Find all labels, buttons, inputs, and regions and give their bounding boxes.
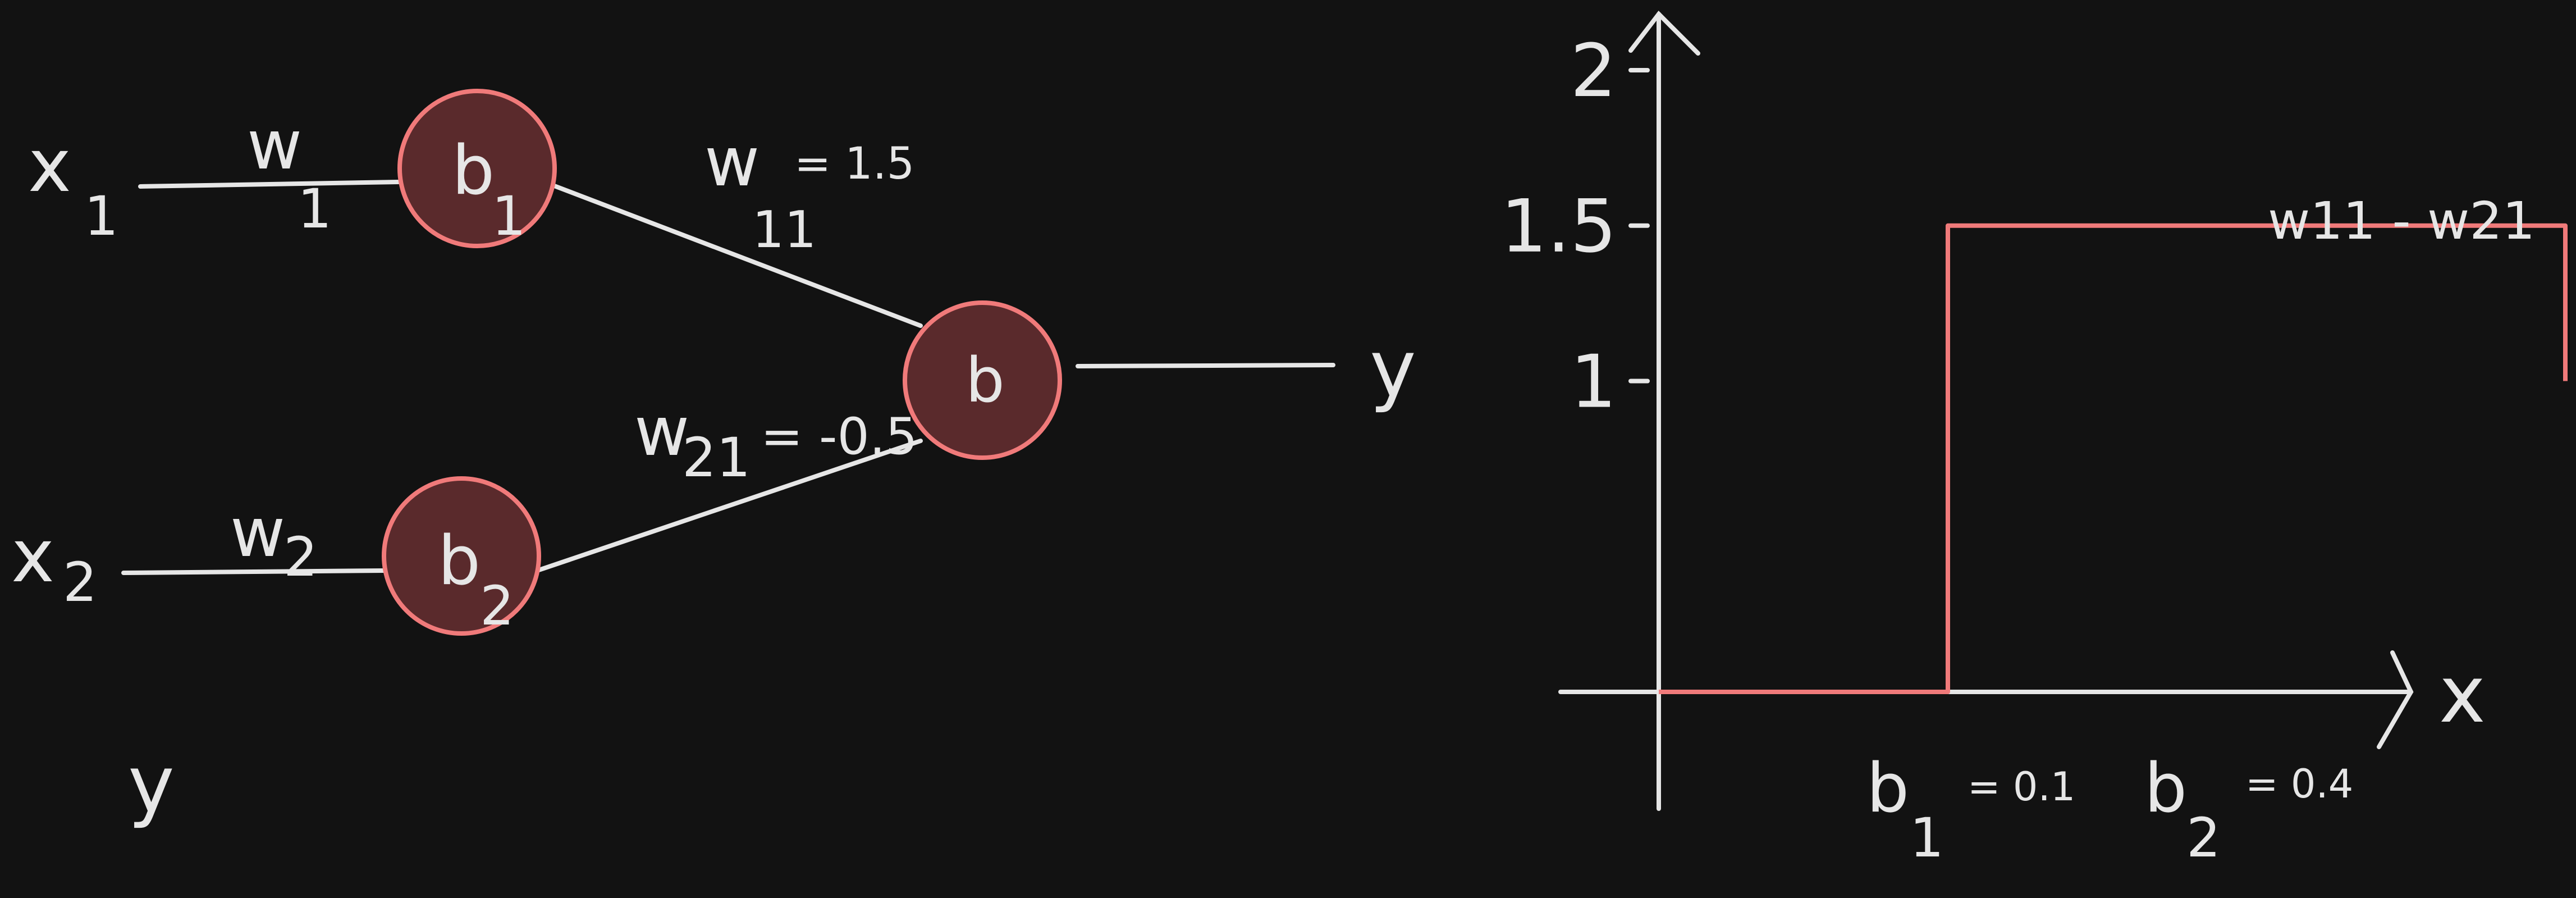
bottom-y-label: y [128,739,175,831]
weight-w11-label: w [704,124,759,202]
node-circle [382,476,541,636]
input-x1-label: x [28,123,71,208]
node-b2-subscript: 2 [480,575,514,637]
step-function-line [1659,223,2568,694]
weight-w11: w 11 = 1.5 [704,124,914,259]
neural-network: b 1 b 2 b x 1 x 2 w 1 w 2 [11,89,1416,831]
weight-w1: w 1 [247,107,332,240]
y-ticks: 11.52 [1500,28,1650,425]
node-b2-label: b [438,522,481,600]
hidden-node-b1: b 1 [397,89,557,248]
node-b1-subscript: 1 [492,185,526,248]
step-annotation: w11 - w21 [2268,191,2535,251]
input-x2-label: x [11,513,54,599]
x-marker-b2-label: b [2144,750,2187,828]
x-axis-arrowhead [2377,650,2414,749]
edge-b1-b [551,183,923,328]
weight-w21-label: w [634,393,689,471]
edge-x1-b1 [138,180,401,189]
weight-w2-label: w [230,494,285,572]
y-axis-arrowhead [1628,10,1700,56]
node-circle [903,300,1062,460]
y-tick-label: 1.5 [1500,184,1617,269]
edge-b-y [1076,363,1335,368]
x-marker-b2: b 2 = 0.4 [2144,750,2353,869]
weight-w2-subscript: 2 [283,526,318,589]
node-b1-label: b [452,132,495,210]
weight-w21: w 21 = -0.5 [634,393,918,489]
output-node: b [903,300,1062,460]
y-tick-label: 1 [1570,339,1617,425]
edge-x2-b2 [121,568,387,575]
weight-w1-subscript: 1 [298,177,332,240]
x-marker-b1-label: b [1866,750,1909,828]
x-marker-b1-subscript: 1 [1910,806,1944,869]
weight-w21-subscript: 21 [682,426,751,489]
weight-w21-value: = -0.5 [761,407,918,466]
x-marker-b2-value: = 0.4 [2245,761,2353,807]
weight-w1-label: w [247,107,302,185]
x-axis-label: x [2439,649,2486,741]
weight-w11-subscript: 11 [752,200,817,259]
node-circle [397,89,557,248]
input-x2-subscript: 2 [63,551,97,614]
x-marker-b1-value: = 0.1 [1968,764,2075,810]
output-node-label: b [966,344,1005,416]
input-x1-subscript: 1 [84,185,118,248]
x-marker-b2-subscript: 2 [2186,806,2221,869]
edge-b2-b [537,439,923,572]
x-marker-b1: b 1 = 0.1 [1866,750,2075,869]
weight-w2: w 2 [230,494,318,589]
step-function-plot: 11.52 x w11 - w21 b 1 = 0.1 b 2 = 0.4 [1500,10,2568,869]
input-x2: x 2 [11,513,97,614]
y-tick-label: 2 [1570,28,1617,113]
hidden-node-b2: b 2 [382,476,541,637]
input-x1: x 1 [28,123,118,248]
weight-w11-value: = 1.5 [794,139,914,189]
network-output-label: y [1370,323,1416,415]
